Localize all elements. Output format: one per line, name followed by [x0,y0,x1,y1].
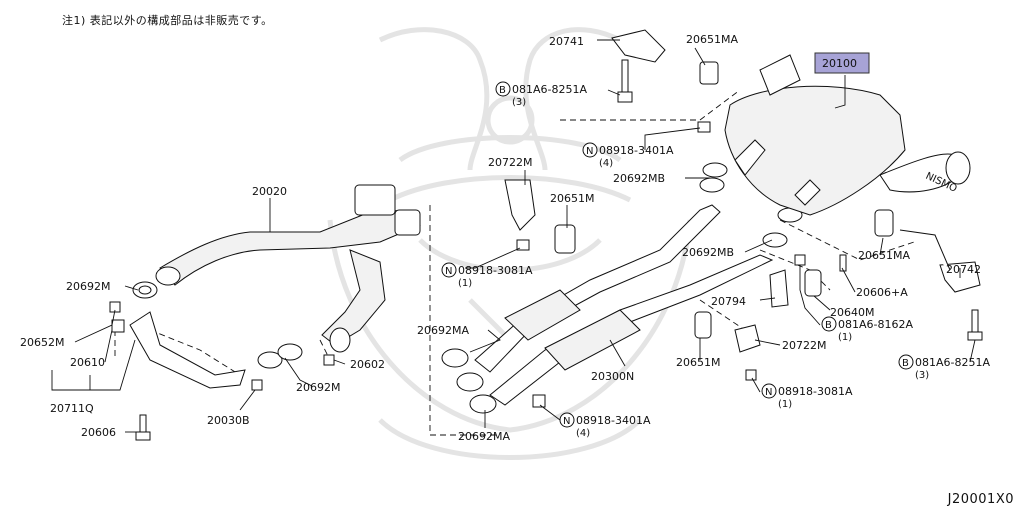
part-labels: 20741 20651MA 20100 081A6-8251A (3) 0891… [20,33,990,443]
qty-081A6-8251A-right: (3) [915,370,929,381]
note-text: 注1) 表記以外の構成部品は非販売です。 [62,14,273,27]
label-20722M-top: 20722M [488,156,532,169]
label-20711Q: 20711Q [50,402,94,415]
label-20651MA-top: 20651MA [686,33,738,46]
qty-08918-3401A-low: (4) [576,428,590,439]
qty-081A6-8251A-top: (3) [512,97,526,108]
circled-markers: B N N B B N N [441,81,914,428]
qty-08918-3081A-mid: (1) [458,278,472,289]
watermark-emblem [327,27,693,460]
label-08918-3081A-low: 08918-3081A [778,385,853,398]
label-20020: 20020 [252,185,287,198]
label-20651M-mid: 20651M [550,192,594,205]
main-muffler: NISMO [724,54,971,216]
nut-marker: N [563,416,570,427]
gaskets [132,162,803,414]
highlight-box [814,52,870,74]
label-20692M-left: 20692M [66,280,110,293]
leader-lines [51,39,976,433]
stay-bracket [129,311,246,389]
figure-id: J20001X0 [947,492,1014,507]
label-08918-3081A-mid: 08918-3081A [458,264,533,277]
label-20606A: 20606+A [856,286,908,299]
label-20100[interactable]: 20100 [822,57,857,70]
label-081A6-8251A-top: 081A6-8251A [512,83,587,96]
bolt-marker: B [902,358,909,369]
label-20651MA-right: 20651MA [858,249,910,262]
label-20602: 20602 [350,358,385,371]
nut-marker: N [445,266,452,277]
label-20300N: 20300N [591,370,634,383]
label-08918-3401A-low: 08918-3401A [576,414,651,427]
label-20651M-low: 20651M [676,356,720,369]
label-20030B: 20030B [207,414,250,427]
nut-marker: N [586,146,593,157]
label-20640M: 20640M [830,306,874,319]
nut-marker: N [765,387,772,398]
label-20741: 20741 [549,35,584,48]
front-y-pipe [155,184,421,353]
bolt-marker: B [825,320,832,331]
label-20742: 20742 [946,263,981,276]
fasteners [109,59,983,441]
bolt-marker: B [499,85,506,96]
label-20692MB-b: 20692MB [682,246,734,259]
qty-08918-3401A-top: (4) [599,158,613,169]
label-20652M: 20652M [20,336,64,349]
label-20692MB-a: 20692MB [613,172,665,185]
label-20610: 20610 [70,356,105,369]
qty-081A6-8162A: (1) [838,332,852,343]
label-20692MA-left: 20692MA [417,324,469,337]
label-08918-3401A-top: 08918-3401A [599,144,674,157]
hangers-brackets [504,29,981,353]
label-20692MA-bottom: 20692MA [458,430,510,443]
qty-08918-3081A-low: (1) [778,399,792,410]
label-081A6-8251A-right: 081A6-8251A [915,356,990,369]
center-pipe [474,204,774,406]
label-20722M-low: 20722M [782,339,826,352]
label-081A6-8162A: 081A6-8162A [838,318,913,331]
label-20794: 20794 [711,295,746,308]
label-20692M-mid: 20692M [296,381,340,394]
label-20606: 20606 [81,426,116,439]
